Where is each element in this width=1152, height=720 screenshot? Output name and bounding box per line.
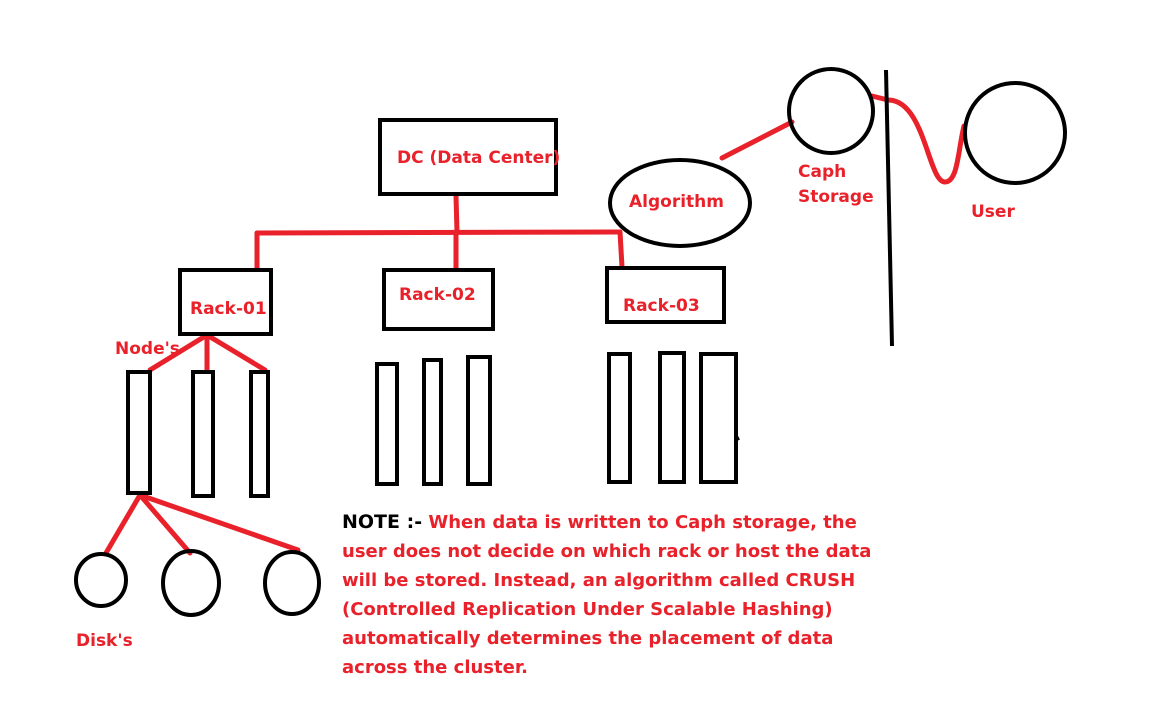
disk-2 xyxy=(161,549,221,617)
connector-algorithm-storage xyxy=(719,119,795,161)
connector-rack-bus xyxy=(254,229,623,236)
rack3-node-2 xyxy=(658,351,686,484)
disk-3 xyxy=(263,550,321,616)
connector-rack1-node1 xyxy=(147,332,210,373)
note-prefix: NOTE :- xyxy=(342,511,423,533)
nodes-label: Node's xyxy=(115,339,180,359)
boundary-line xyxy=(884,69,894,347)
rack3-node-1 xyxy=(607,352,632,484)
rack2-box xyxy=(382,268,495,331)
rack1-box xyxy=(178,268,273,336)
shapes xyxy=(74,67,1067,617)
connectors xyxy=(103,93,967,556)
rack1-node-1 xyxy=(126,370,152,495)
rack2-label: Rack-02 xyxy=(399,285,476,305)
connector-node-disk1 xyxy=(103,492,143,556)
disks-label: Disk's xyxy=(76,631,133,651)
note-block: NOTE :- When data is written to Caph sto… xyxy=(342,508,882,682)
connector-to-rack3 xyxy=(617,229,625,270)
connector-storage-user xyxy=(869,93,967,185)
rack3-box xyxy=(605,266,726,324)
dc-label: DC (Data Center) xyxy=(397,148,560,168)
rack2-node-1 xyxy=(375,362,399,486)
connector-dc-down xyxy=(453,193,460,235)
rack3-label: Rack-03 xyxy=(623,296,700,316)
connector-node-disk3 xyxy=(137,492,301,553)
stray-mark xyxy=(735,433,740,441)
storage-label-line1: Caph xyxy=(798,162,846,182)
rack1-node-2 xyxy=(191,370,215,498)
connector-rack1-node3 xyxy=(204,332,268,373)
note-text: When data is written to Caph storage, th… xyxy=(342,512,872,678)
rack2-node-3 xyxy=(466,355,492,486)
algorithm-label: Algorithm xyxy=(629,192,724,212)
connector-node-disk2 xyxy=(137,492,193,556)
rack2-node-2 xyxy=(422,358,443,486)
storage-circle xyxy=(787,67,875,155)
disk-1 xyxy=(74,552,128,608)
algorithm-ellipse xyxy=(608,158,752,248)
rack3-node-3 xyxy=(699,352,738,484)
rack1-label: Rack-01 xyxy=(190,299,267,319)
user-circle xyxy=(963,81,1067,185)
rack1-node-3 xyxy=(249,370,270,498)
storage-label-line2: Storage xyxy=(798,187,874,207)
user-label: User xyxy=(971,202,1015,222)
dc-box xyxy=(378,118,558,196)
